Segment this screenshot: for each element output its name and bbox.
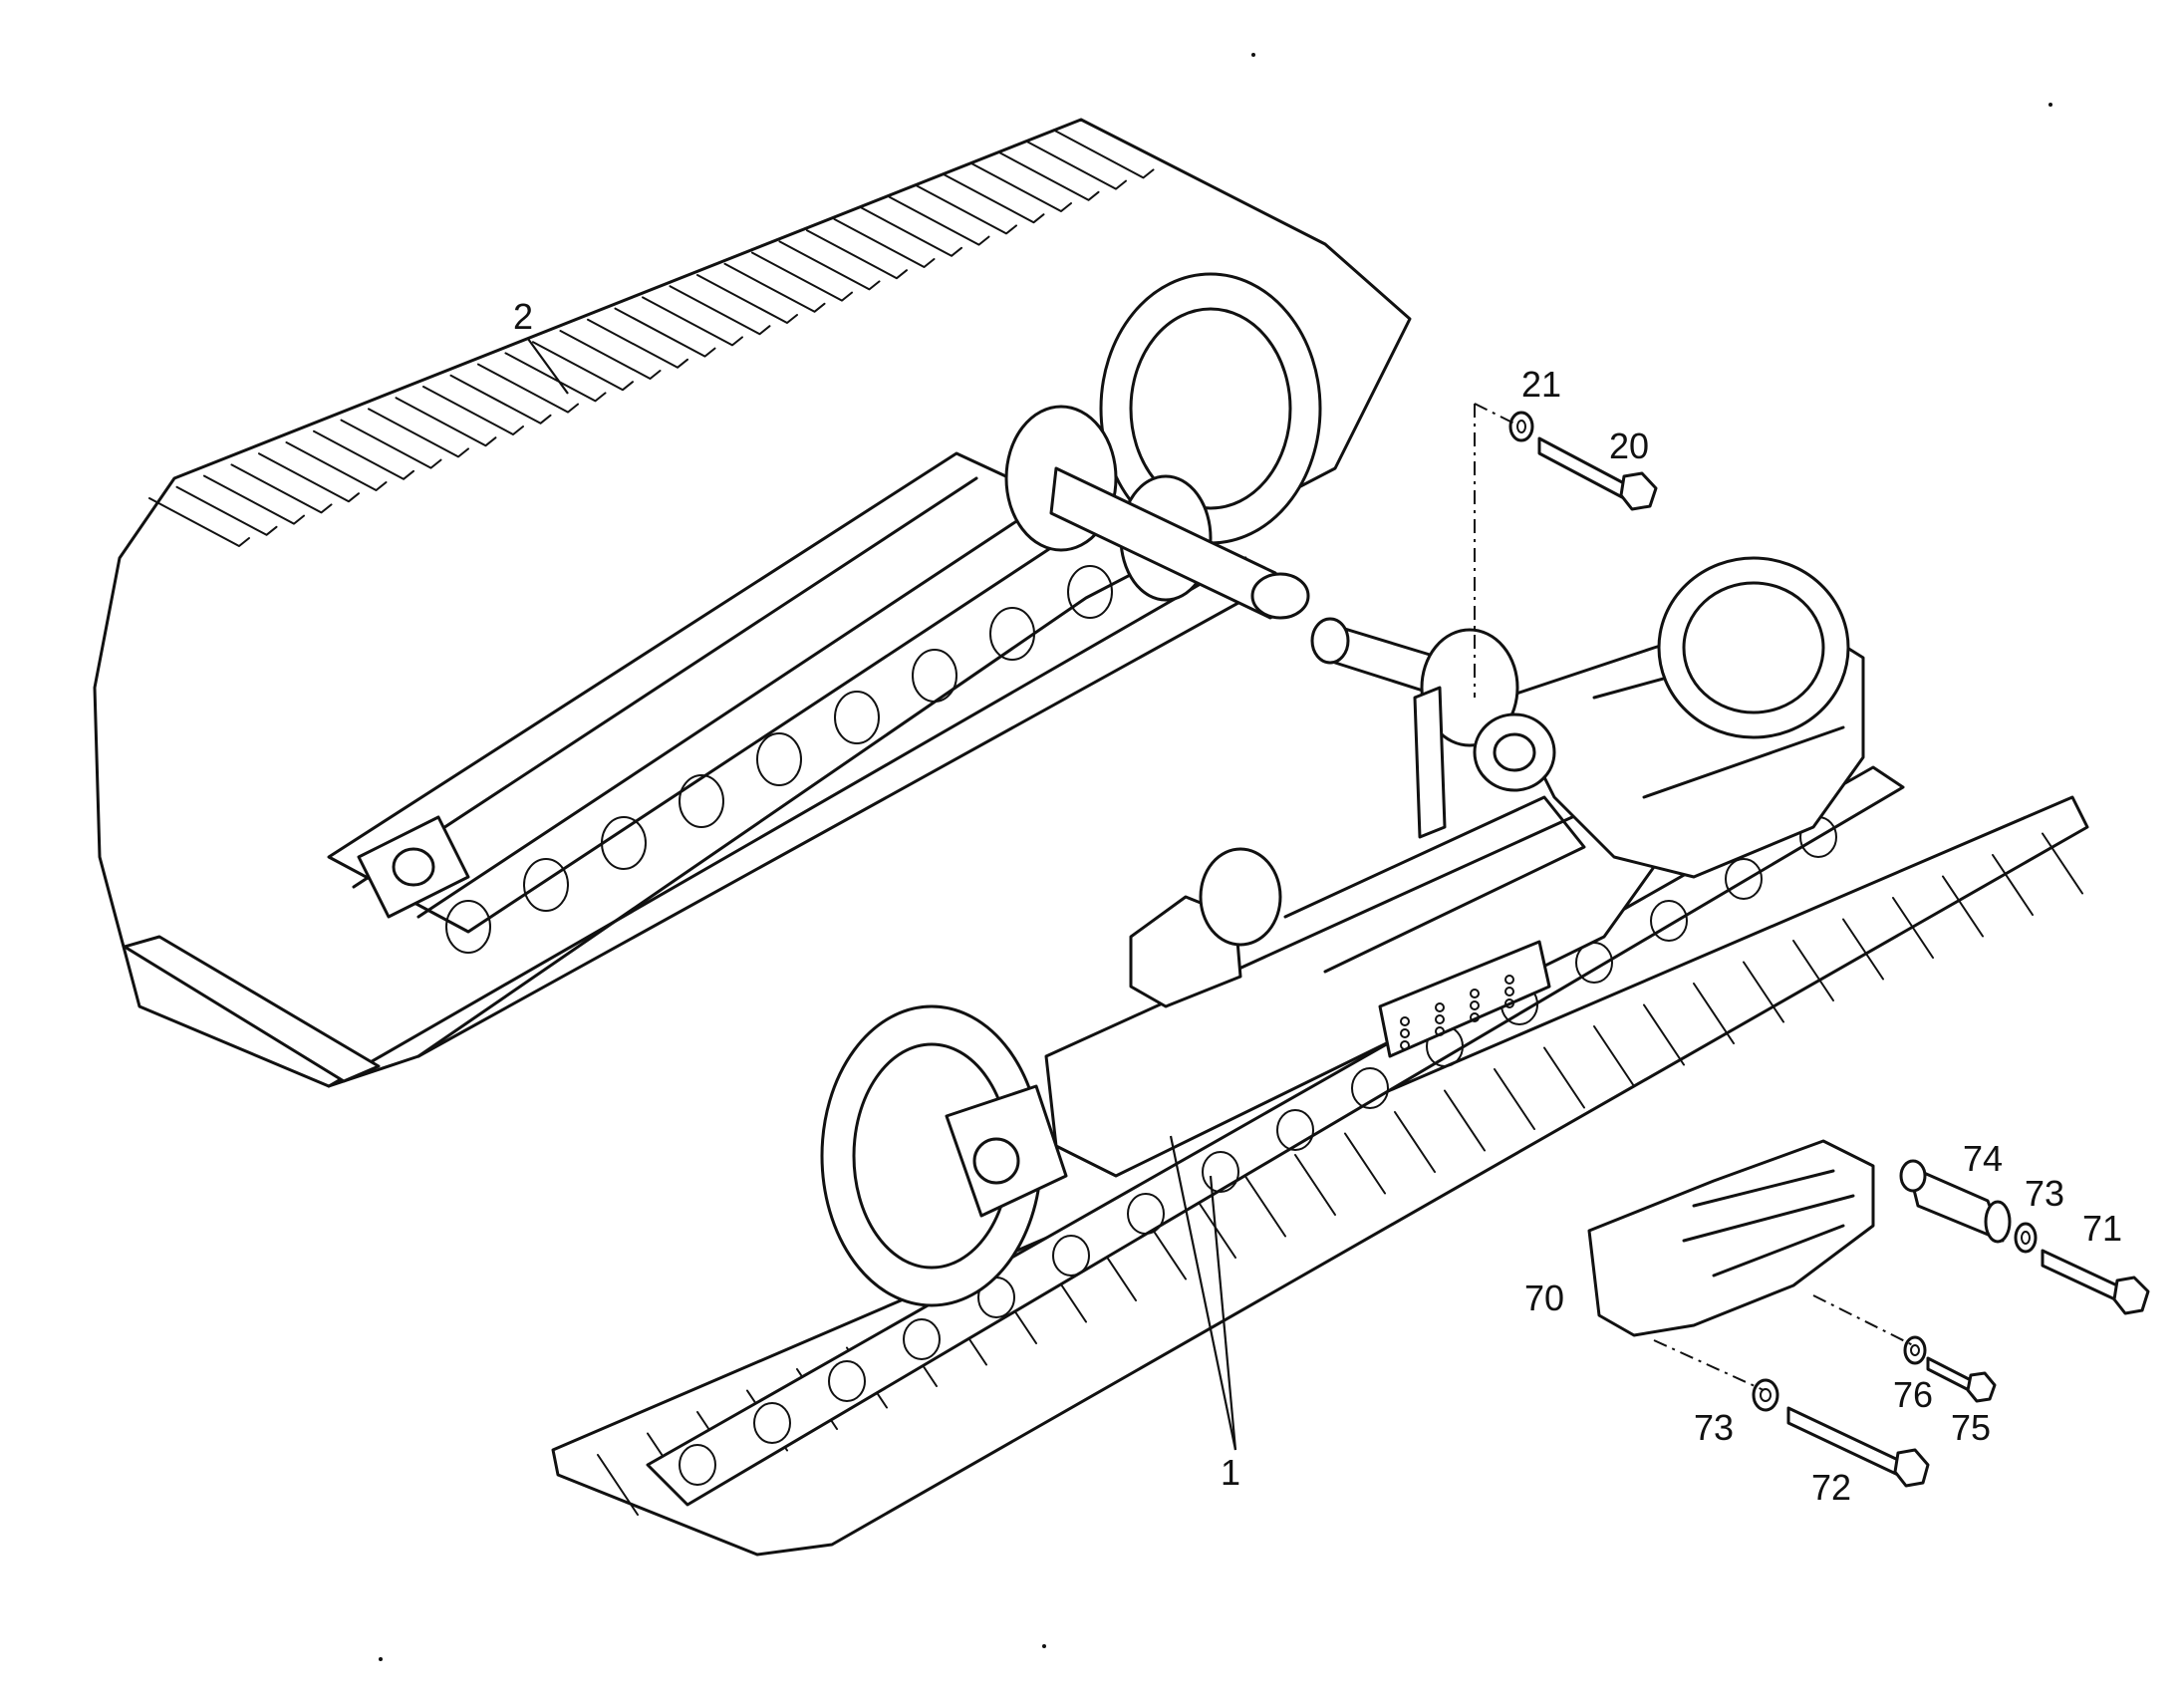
chain-links-right bbox=[679, 816, 1837, 1486]
sleeve-part-74[interactable] bbox=[1899, 1159, 2012, 1244]
drive-sprocket bbox=[1657, 556, 1850, 739]
carrier-roller bbox=[1199, 847, 1282, 947]
bolt-part-71[interactable] bbox=[2041, 1249, 2150, 1315]
washer-part-76[interactable] bbox=[1903, 1335, 1927, 1365]
leader-2 bbox=[527, 338, 569, 395]
callout-72: 72 bbox=[1811, 1467, 1851, 1508]
callout-74: 74 bbox=[1963, 1138, 2003, 1179]
callout-20: 20 bbox=[1609, 426, 1649, 466]
callout-75: 75 bbox=[1951, 1407, 1991, 1448]
washer-part-73-lower[interactable] bbox=[1752, 1378, 1779, 1412]
mounting-plate bbox=[1378, 940, 1551, 1058]
hub-right bbox=[1473, 712, 1556, 792]
idler-yoke bbox=[945, 1084, 1068, 1218]
washer-part-73-upper[interactable] bbox=[2014, 1222, 2038, 1254]
callout-76: 76 bbox=[1893, 1374, 1933, 1415]
callout-71: 71 bbox=[2082, 1208, 2122, 1249]
callout-2: 2 bbox=[513, 296, 533, 337]
plate-bolts bbox=[1400, 975, 1514, 1050]
callout-1: 1 bbox=[1221, 1452, 1240, 1493]
centerline-72-73 bbox=[1653, 1339, 1765, 1391]
centerline-75-76 bbox=[1812, 1294, 1914, 1346]
left-track-assembly[interactable] bbox=[93, 118, 1412, 1088]
bolt-part-72[interactable] bbox=[1786, 1406, 1930, 1488]
bolt-part-20[interactable] bbox=[1537, 436, 1658, 511]
bolt-part-75[interactable] bbox=[1926, 1356, 1997, 1403]
leader-1a bbox=[1169, 1135, 1237, 1451]
callout-70: 70 bbox=[1524, 1278, 1564, 1318]
washer-part-21[interactable] bbox=[1508, 411, 1534, 442]
axle-flange-right bbox=[1420, 628, 1519, 747]
cover-part-70[interactable] bbox=[1587, 1139, 1875, 1337]
callout-21: 21 bbox=[1521, 364, 1561, 405]
leader-1b bbox=[1209, 1175, 1237, 1451]
callout-73-lower: 73 bbox=[1694, 1407, 1734, 1448]
front-bracket-left bbox=[357, 815, 470, 919]
right-track-assembly[interactable] bbox=[551, 556, 2089, 1557]
track-shoes-right bbox=[551, 795, 2089, 1557]
grouser-plates-upper bbox=[148, 129, 1155, 547]
callout-73-upper: 73 bbox=[2025, 1173, 2064, 1214]
